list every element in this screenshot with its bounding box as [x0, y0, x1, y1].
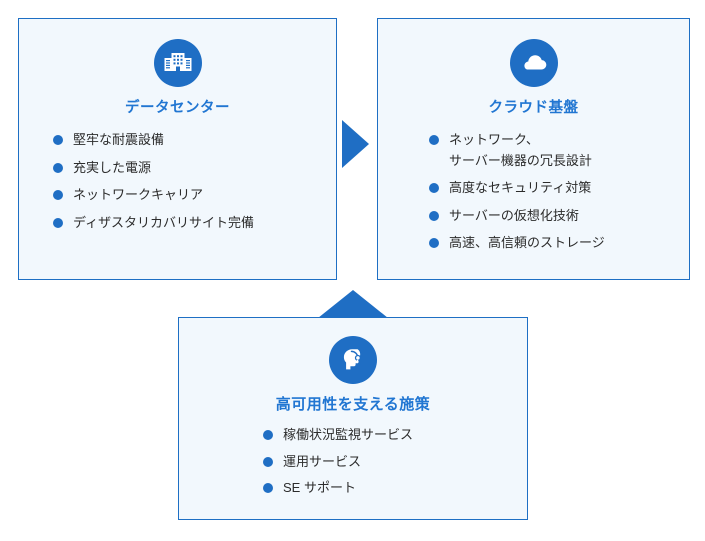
list-item: 高速、高信頼のストレージ	[429, 233, 689, 254]
bullet-dot-icon	[53, 190, 63, 201]
list-item: 運用サービス	[263, 452, 527, 473]
data-center-icon-wrap	[19, 39, 336, 87]
office-building-icon	[153, 39, 202, 87]
list-item-label: 堅牢な耐震設備	[73, 132, 165, 147]
list-item-label: ネットワーク、 サーバー機器の冗長設計	[449, 132, 592, 168]
list-item: ディザスタリカバリサイト完備	[53, 213, 336, 234]
panel-cloud-platform: クラウド基盤 ネットワーク、 サーバー機器の冗長設計 高度なセキュリティ対策 サ…	[377, 18, 690, 280]
list-item: サーバーの仮想化技術	[429, 206, 689, 227]
cloud-icon	[509, 39, 558, 87]
list-item-label: 稼働状況監視サービス	[283, 427, 414, 442]
panel-title-data-center: データセンター	[125, 100, 230, 116]
bullet-dot-icon	[429, 210, 439, 221]
list-item-label: 運用サービス	[283, 453, 362, 469]
list-item: 堅牢な耐震設備	[53, 130, 336, 151]
list-item-label: ディザスタリカバリサイト完備	[73, 214, 254, 230]
list-item: 充実した電源	[53, 158, 336, 179]
list-item-label: サーバーの仮想化技術	[449, 207, 579, 223]
bullet-dot-icon	[53, 135, 63, 145]
bullet-dot-icon	[429, 183, 439, 194]
list-item-label: 高度なセキュリティ対策	[449, 180, 592, 196]
bullet-dot-icon	[263, 430, 273, 440]
list-item-label: 高速、高信頼のストレージ	[449, 235, 605, 251]
arrow-up-icon	[318, 290, 388, 318]
bullet-dot-icon	[263, 483, 273, 494]
list-item: ネットワークキャリア	[53, 185, 336, 206]
list-item: 稼働状況監視サービス	[263, 425, 527, 446]
cloud-icon-wrap	[378, 39, 689, 87]
bullet-dot-icon	[429, 135, 439, 145]
support-icon-wrap	[179, 336, 527, 384]
data-center-feature-list: 堅牢な耐震設備 充実した電源 ネットワークキャリア ディザスタリカバリサイト完備	[19, 130, 336, 233]
panel-data-center: データセンター 堅牢な耐震設備 充実した電源 ネットワークキャリア ディザスタリ…	[18, 18, 337, 280]
panel-high-availability: 高可用性を支える施策 稼働状況監視サービス 運用サービス SE サポート	[178, 317, 528, 520]
list-item-label: ネットワークキャリア	[73, 187, 204, 203]
panel-title-high-availability: 高可用性を支える施策	[275, 396, 431, 413]
bullet-dot-icon	[53, 217, 63, 228]
list-item: ネットワーク、 サーバー機器の冗長設計	[429, 130, 689, 171]
list-item: SE サポート	[263, 478, 527, 499]
arrow-right-icon	[342, 120, 369, 168]
bullet-dot-icon	[429, 238, 439, 249]
high-availability-feature-list: 稼働状況監視サービス 運用サービス SE サポート	[179, 425, 527, 499]
list-item-label: SE サポート	[283, 480, 356, 496]
list-item: 高度なセキュリティ対策	[429, 178, 689, 199]
bullet-dot-icon	[53, 162, 63, 173]
bullet-dot-icon	[263, 456, 273, 467]
list-item-label: 充実した電源	[73, 159, 152, 175]
cloud-platform-feature-list: ネットワーク、 サーバー機器の冗長設計 高度なセキュリティ対策 サーバーの仮想化…	[378, 130, 689, 254]
panel-title-cloud-platform: クラウド基盤	[488, 100, 579, 116]
headset-support-icon	[329, 336, 377, 384]
